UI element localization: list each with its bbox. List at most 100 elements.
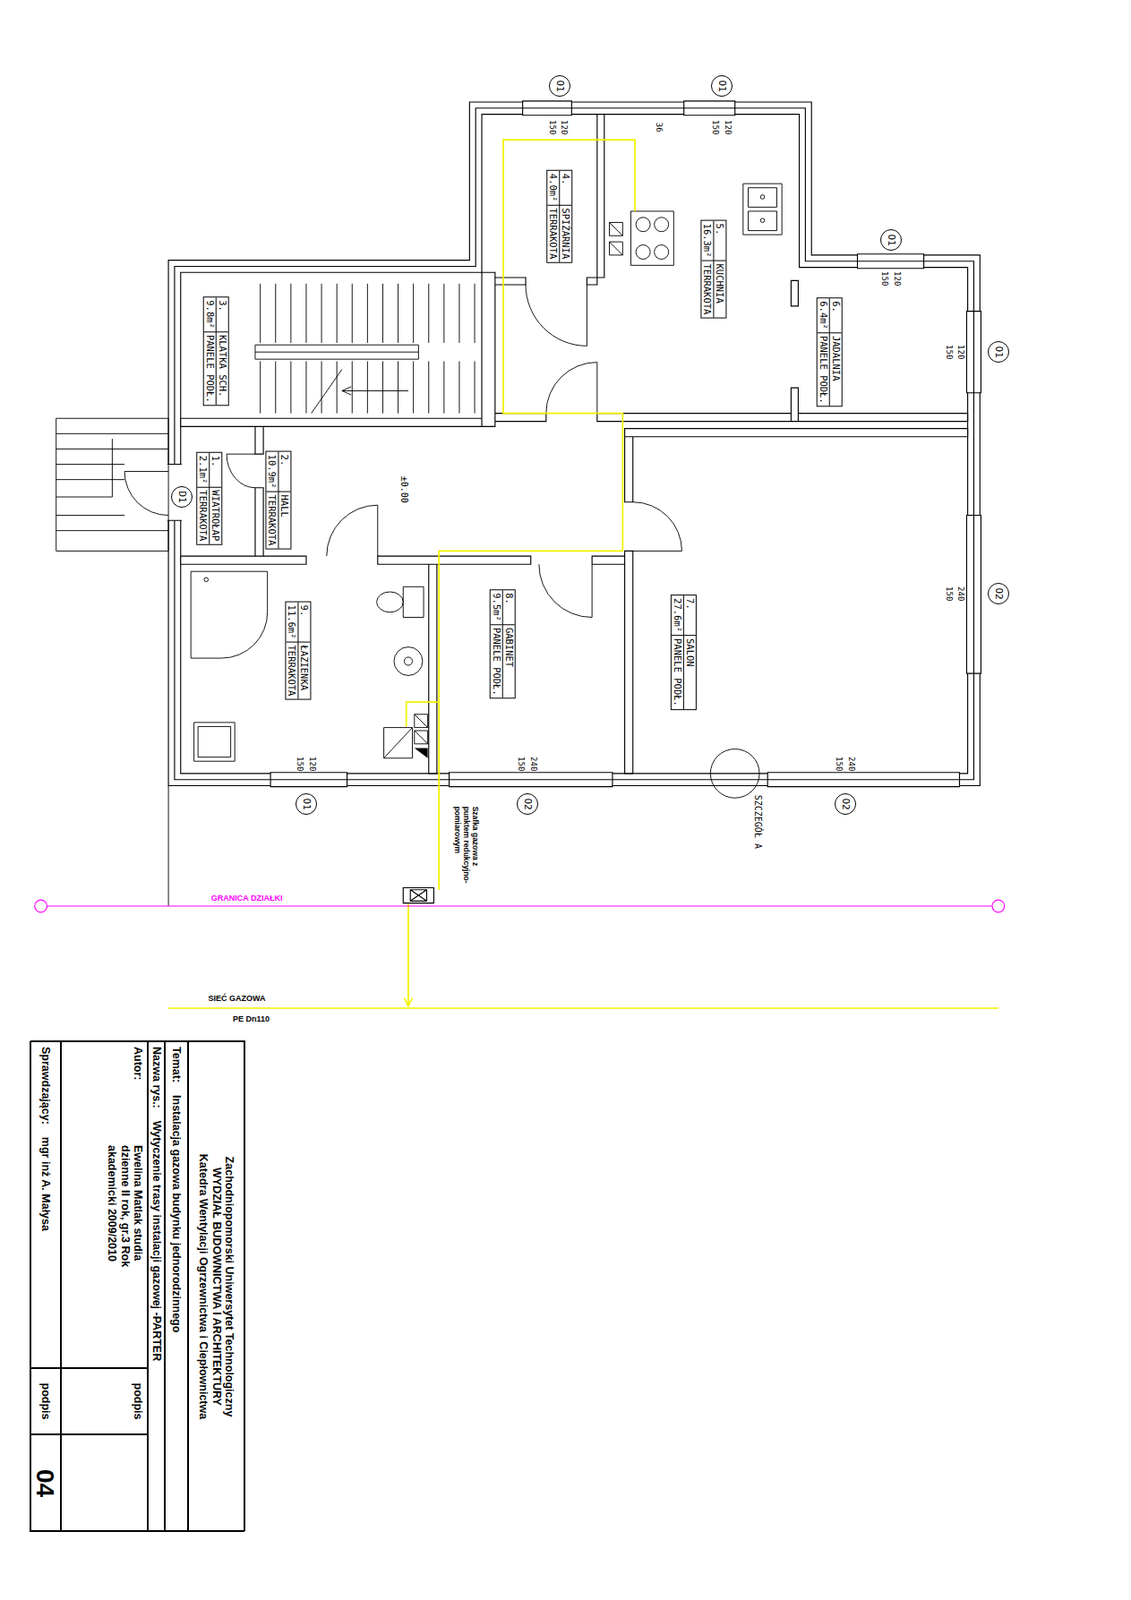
room-name: HALL <box>278 492 292 549</box>
room-number: 11.6m² <box>285 601 298 643</box>
entrance-steps <box>56 418 169 551</box>
marker-code: O1 <box>300 798 312 811</box>
field-value: Ewelina Matlak studia dzienne II rok, gr… <box>105 1145 145 1298</box>
room-name: GABINET <box>502 625 515 699</box>
room-number: 4. <box>558 171 572 206</box>
room-number: 3. <box>214 297 228 333</box>
room-name: JADALNIA <box>828 333 841 407</box>
room-label: 1.WIATROŁAP2.1m²TERRAKOTA <box>196 452 223 546</box>
dimension-label: 240 <box>847 755 857 772</box>
door-swings <box>124 284 682 618</box>
room-label: 7.SALON27.6m²PANELE PODŁ. <box>670 594 697 711</box>
marker-code: O2 <box>993 588 1004 600</box>
note-label: GRANICA DZIAŁKI <box>210 893 284 903</box>
room-number: 9. <box>297 601 310 643</box>
window-marker: O1 <box>880 229 902 251</box>
room-name: KUCHNIA <box>712 261 726 318</box>
room-number: 8. <box>502 590 515 626</box>
room-name: TERRAKOTA <box>547 205 559 263</box>
field-name: Autor: <box>131 1046 145 1081</box>
room-name: PANELE PODŁ. <box>816 333 829 407</box>
window-marker: O2 <box>987 582 1010 605</box>
field-value: podpis <box>61 1383 145 1421</box>
title-cell-empty <box>60 1434 148 1533</box>
dimension-label: 150 <box>711 119 720 137</box>
room-name: PANELE PODŁ. <box>203 331 215 405</box>
dimension-label: 120 <box>308 755 318 772</box>
dimension-label: 150 <box>516 755 526 772</box>
room-name: ŁAZIENKA <box>297 642 310 699</box>
marker-code: O2 <box>839 798 851 811</box>
window-marker: O1 <box>548 75 571 97</box>
room-label: 5.KUCHNIA16.3m²TERRAKOTA <box>700 220 727 319</box>
meter-mark <box>414 747 429 758</box>
window-marker: O2 <box>516 793 539 815</box>
marker-code: O1 <box>885 233 897 246</box>
title-cell: Zachodniopomorski Uniwersytet Technologi… <box>188 1041 245 1533</box>
dimension-label: 36 <box>653 121 663 134</box>
note-label: PE Dn110 <box>231 1014 271 1024</box>
fixtures <box>190 183 782 762</box>
room-label: 2.HALL10.9m²TERRAKOTA <box>265 451 292 550</box>
marker-code: O1 <box>554 79 566 92</box>
title-cell: 04 <box>29 1434 61 1533</box>
room-number: 6.4m² <box>816 298 829 334</box>
field-value: WYDZIAŁ BUDOWNICTWA I ARCHITEKTURY <box>209 1167 223 1406</box>
room-label: 3.KLATKA SCH.9.8m²PANELE PODŁ. <box>202 296 229 406</box>
room-number: 2.1m² <box>197 453 209 489</box>
title-cell: Sprawdzający:mgr inż A. Małysa <box>29 1041 61 1369</box>
field-value: 04 <box>32 1469 60 1498</box>
dimension-label: ±0.00 <box>399 475 411 505</box>
room-name: TERRAKOTA <box>701 261 713 318</box>
field-name: Sprawdzający: <box>38 1046 52 1125</box>
room-name: TERRAKOTA <box>197 487 209 544</box>
field-value: Wytyczenie trasy instalacji gazowej -PAR… <box>149 1121 163 1362</box>
room-name: PANELE PODŁ. <box>671 635 684 710</box>
title-cell: podpis <box>60 1368 148 1435</box>
title-cell: podpis <box>29 1368 61 1435</box>
dimension-label: 120 <box>559 119 569 137</box>
room-number: 2. <box>278 452 292 493</box>
dimension-label: 150 <box>548 119 557 137</box>
marker-code: O1 <box>993 346 1004 359</box>
dimension-label: 120 <box>892 270 902 287</box>
room-number: 9.8m² <box>203 297 215 333</box>
room-number: 7. <box>683 595 696 636</box>
room-label: 9.ŁAZIENKA11.6m²TERRAKOTA <box>284 600 311 700</box>
title-cell: Autor: Ewelina Matlak studia dzienne II r… <box>60 1041 148 1369</box>
dimension-label: 150 <box>944 585 954 602</box>
room-number: 10.9m² <box>266 452 279 493</box>
title-cell: Nazwa rys.: Wytyczenie trasy instalacji g… <box>147 1041 165 1533</box>
field-name: Nazwa rys.: <box>149 1046 163 1109</box>
note-label: SIEĆ GAZOWA <box>206 993 266 1003</box>
room-number: 1. <box>208 453 222 489</box>
room-number: 9.5m² <box>490 590 503 626</box>
dimension-label: 120 <box>723 119 733 137</box>
window-marker: O1 <box>711 75 733 97</box>
room-name: WIATROŁAP <box>208 487 222 544</box>
field-value: podpis <box>38 1383 52 1421</box>
field-name: Zachodniopomorski Uniwersytet Technologi… <box>222 1156 236 1418</box>
window-marker: O2 <box>834 793 857 815</box>
room-name: TERRAKOTA <box>285 642 298 699</box>
window-marker: O1 <box>987 341 1010 363</box>
field-value: Instalacja gazowa budynku jednorodzinneg… <box>170 1095 183 1333</box>
room-name: SPIŻARNIA <box>558 205 572 263</box>
marker-code: D1 <box>176 491 188 504</box>
interior-walls <box>180 114 969 774</box>
gas-pipe <box>168 139 999 1009</box>
dimension-label: 150 <box>295 755 305 772</box>
windows <box>270 101 981 788</box>
dimension-label: 150 <box>944 343 954 360</box>
field-name: Temat: <box>170 1046 183 1083</box>
dimension-label: 150 <box>834 755 844 772</box>
room-number: 5. <box>712 221 726 262</box>
room-name: KLATKA SCH. <box>214 331 228 405</box>
marker-code: O1 <box>716 79 728 92</box>
staircase <box>255 283 475 414</box>
dimension-label: 120 <box>956 343 966 360</box>
room-number: 6. <box>828 298 841 334</box>
room-label: 6.JADALNIA6.4m²PANELE PODŁ. <box>815 297 842 407</box>
building-line <box>168 786 170 907</box>
